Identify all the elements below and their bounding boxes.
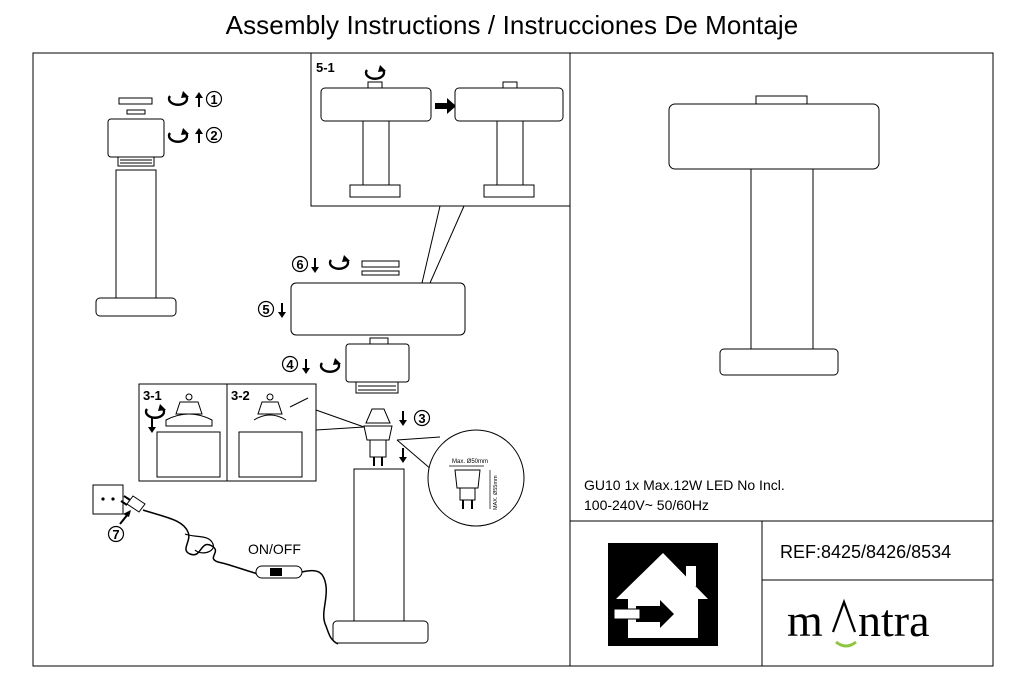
spec-line-2: 100-240V~ 50/60Hz (584, 497, 709, 513)
down-arrow-icon (398, 447, 408, 464)
step-badge (291, 255, 309, 273)
up-arrow-icon (194, 127, 204, 144)
brand-logo: m ntra (787, 595, 930, 648)
up-arrow-icon (123, 510, 131, 517)
rotate-arrow-icon (319, 356, 343, 373)
bulb-width-label: Max. Ø50mm (452, 459, 488, 465)
step-badge (205, 90, 223, 108)
right-arrow-icon (435, 98, 456, 114)
rotate-arrow-icon (167, 126, 191, 143)
step-badge (107, 525, 125, 543)
reference-number: REF:8425/8426/8534 (780, 542, 951, 562)
down-arrow-icon (301, 358, 311, 375)
detail-box-3: 3-1 3-2 (138, 383, 365, 482)
step-number: 5 (262, 302, 269, 317)
lamp-parts-exploded (95, 97, 177, 317)
down-arrow-icon (310, 257, 320, 274)
step-number: 7 (112, 527, 119, 542)
step-number: 3 (418, 411, 425, 426)
step-number: 2 (210, 128, 217, 143)
step-badge (257, 300, 275, 318)
indoor-use-icon (608, 543, 718, 646)
rotate-arrow-icon (364, 63, 388, 80)
step-number: 6 (296, 257, 303, 272)
power-cord (92, 484, 339, 645)
down-arrow-icon (398, 410, 408, 427)
detail-box-5-1: 5-1 (310, 53, 570, 284)
rotate-arrow-icon (167, 89, 191, 106)
svg-text:m: m (787, 595, 823, 646)
page-title: Assembly Instructions / Instrucciones De… (225, 10, 799, 40)
step-badge (413, 409, 431, 427)
rotate-arrow-icon (328, 253, 352, 270)
up-arrow-icon (194, 91, 204, 108)
spec-line-1: GU10 1x Max.12W LED No Incl. (584, 477, 785, 493)
detail-label: 3-1 (143, 388, 162, 403)
step-number: 4 (286, 357, 294, 372)
step-badge (205, 126, 223, 144)
switch-label: ON/OFF (248, 541, 301, 557)
svg-text:ntra: ntra (858, 595, 930, 646)
outer-frame (32, 52, 994, 667)
step-number: 1 (210, 92, 217, 107)
bulb-height-label: MAX. Ø55mm (493, 475, 499, 510)
step-badge (281, 355, 299, 373)
down-arrow-icon (277, 302, 287, 319)
assembled-lamp (668, 95, 880, 376)
detail-label: 5-1 (316, 60, 335, 75)
bulb-size-magnifier: Max. Ø50mm MAX. Ø55mm (396, 429, 525, 527)
center-assembly (290, 260, 466, 644)
detail-label: 3-2 (231, 388, 250, 403)
